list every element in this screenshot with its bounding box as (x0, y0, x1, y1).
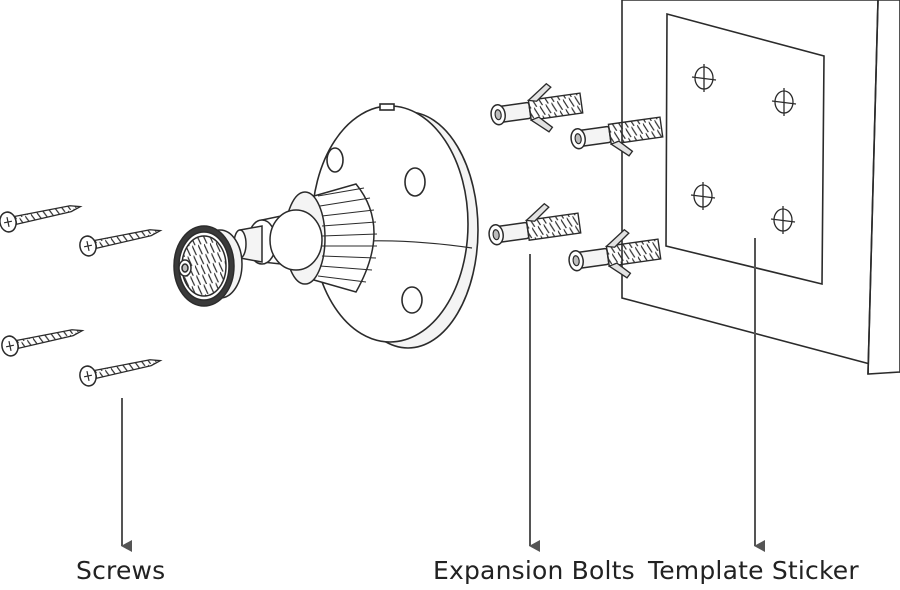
screw-3 (1, 329, 85, 357)
flange-hole-top (404, 167, 426, 197)
mount-knurled-knob (173, 225, 243, 307)
screw-1 (0, 205, 83, 233)
mount-ball-joint (233, 209, 323, 271)
template-sticker (665, 12, 825, 286)
flange-hole-bottom (401, 286, 423, 314)
expansion-bolt-2 (570, 116, 664, 157)
expansion-bolt-4 (568, 228, 662, 279)
flange-hole-left (326, 147, 344, 173)
expansion-bolts-label: Expansion Bolts (433, 556, 635, 585)
template-hole-2 (771, 88, 797, 116)
template-hole-3 (690, 182, 716, 210)
expansion-bolt-1 (490, 82, 584, 133)
screw-2 (79, 229, 163, 257)
expansion-bolt-3 (488, 202, 582, 246)
template-hole-1 (691, 64, 717, 92)
template-hole-4 (770, 206, 796, 234)
screw-4 (79, 359, 163, 387)
screws-label: Screws (76, 556, 166, 585)
template-sticker-label: Template Sticker (648, 556, 859, 585)
